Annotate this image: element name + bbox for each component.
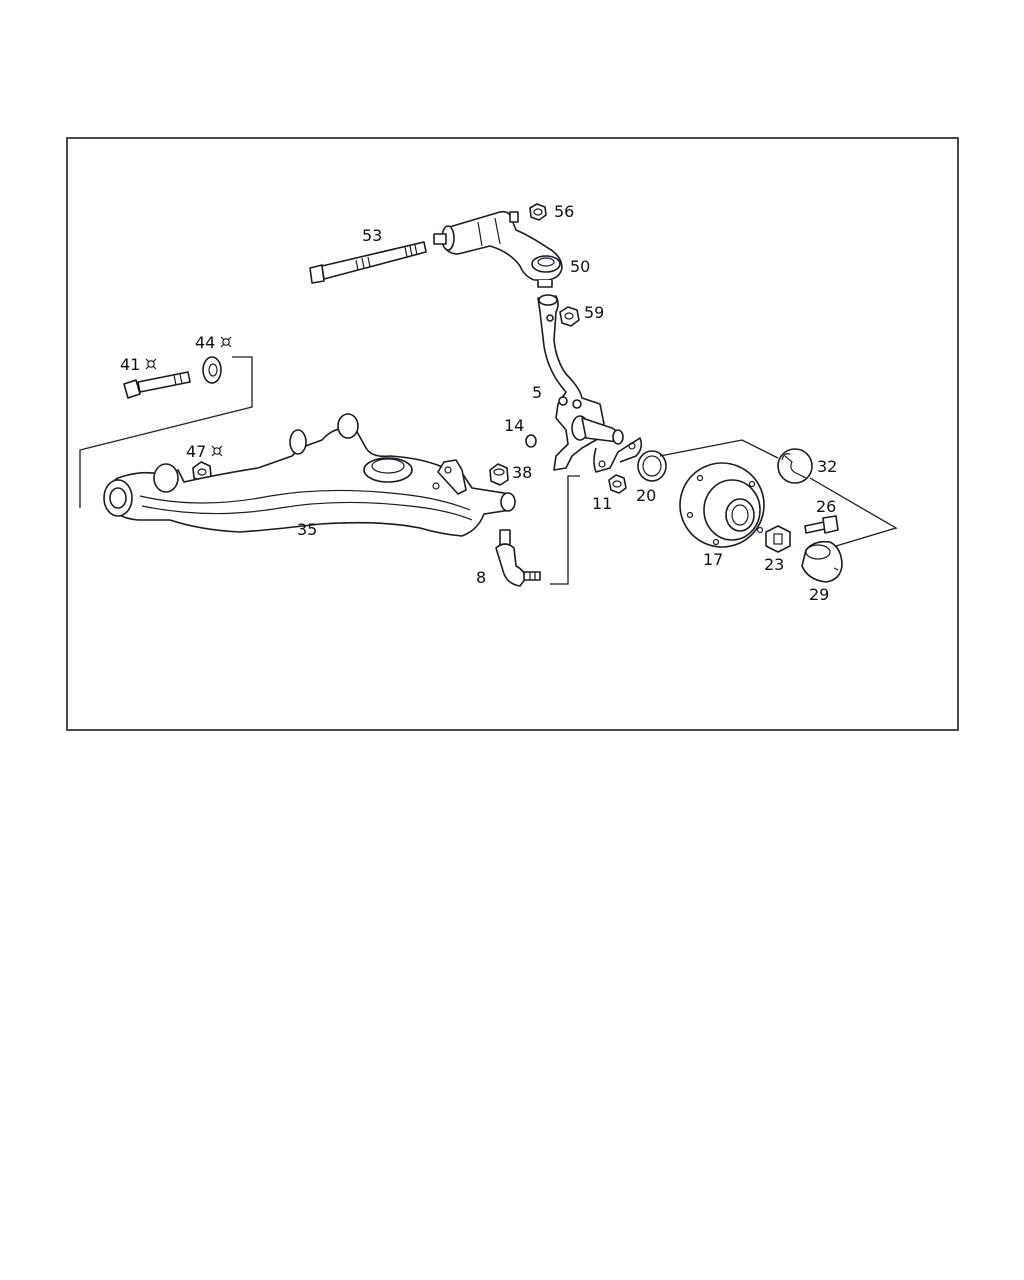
callout-labels: 53 56 50 59 44 41 5 14 47 38 32 11 20 26… <box>120 202 837 604</box>
part-29-grease-cap[interactable] <box>801 540 843 583</box>
part-50-upper-control-arm[interactable] <box>433 210 563 288</box>
callout-53: 53 <box>362 226 382 245</box>
callout-35: 35 <box>297 520 317 539</box>
callout-26: 26 <box>816 497 836 516</box>
callout-20: 20 <box>636 486 656 505</box>
wrench-icon <box>777 448 813 484</box>
callout-8: 8 <box>476 568 486 587</box>
part-20-seal-ring[interactable] <box>637 450 667 482</box>
callout-32: 32 <box>817 457 837 476</box>
part-38-nut[interactable] <box>489 463 509 486</box>
part-35-lower-control-arm[interactable] <box>103 413 516 537</box>
part-17-wheel-hub[interactable] <box>679 462 765 548</box>
callout-44: 44 <box>195 333 215 352</box>
callout-23: 23 <box>764 555 784 574</box>
callout-56: 56 <box>554 202 574 221</box>
callout-41: 41 <box>120 355 140 374</box>
callout-14: 14 <box>504 416 524 435</box>
part-26-screw[interactable] <box>804 515 839 534</box>
callout-59: 59 <box>584 303 604 322</box>
callout-29: 29 <box>809 585 829 604</box>
part-44-washer[interactable] <box>202 356 222 384</box>
callout-47: 47 <box>186 442 206 461</box>
callout-38: 38 <box>512 463 532 482</box>
part-11-nut[interactable] <box>608 474 627 494</box>
callout-11: 11 <box>592 494 612 513</box>
callout-50: 50 <box>570 257 590 276</box>
lozenge-star-icon <box>145 336 232 457</box>
part-41-bolt[interactable] <box>123 371 191 399</box>
callout-17: 17 <box>703 550 723 569</box>
diagram-frame <box>66 137 959 731</box>
part-23-clamp-nut[interactable] <box>765 525 791 553</box>
part-53-bolt[interactable] <box>309 241 427 284</box>
part-59-nut[interactable] <box>559 306 580 327</box>
part-5-steering-knuckle[interactable] <box>537 294 643 473</box>
part-8-ball-joint[interactable] <box>495 529 541 587</box>
part-14-bushing[interactable] <box>525 434 537 448</box>
leader-lines <box>79 356 898 585</box>
callout-5: 5 <box>532 383 542 402</box>
part-56-nut[interactable] <box>529 203 547 221</box>
